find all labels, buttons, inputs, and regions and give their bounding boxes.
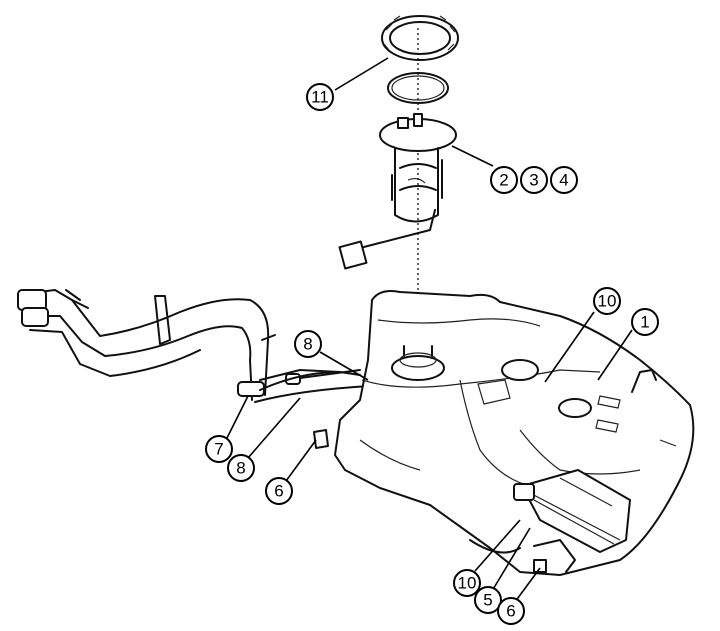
callout-6-bottom: 6	[497, 597, 525, 625]
svg-text:10: 10	[458, 574, 477, 593]
svg-text:5: 5	[483, 591, 492, 610]
fuel-pump-module	[338, 113, 457, 270]
callout-8-top: 8	[294, 330, 322, 358]
callout-7: 7	[205, 435, 233, 463]
svg-text:6: 6	[274, 482, 283, 501]
svg-text:2: 2	[499, 171, 508, 190]
callout-3: 3	[520, 166, 548, 194]
seal-ring	[387, 72, 449, 104]
svg-text:10: 10	[598, 292, 617, 311]
callout-10-bottom: 10	[453, 569, 481, 597]
callout-6-left: 6	[265, 477, 293, 505]
callout-4: 4	[550, 166, 578, 194]
svg-text:6: 6	[506, 602, 515, 621]
svg-text:4: 4	[559, 171, 568, 190]
callout-2: 2	[490, 166, 518, 194]
svg-text:8: 8	[303, 335, 312, 354]
callout-5: 5	[474, 586, 502, 614]
svg-text:11: 11	[311, 88, 329, 107]
callout-10-top: 10	[593, 287, 621, 315]
leader-lines	[225, 57, 633, 607]
svg-text:3: 3	[529, 171, 538, 190]
seal-ring-inner	[391, 75, 445, 101]
filler-neck-assembly	[17, 289, 461, 403]
svg-text:7: 7	[214, 440, 223, 459]
callout-11: 11	[306, 83, 334, 111]
callout-8-bottom: 8	[227, 454, 255, 482]
svg-text:1: 1	[640, 313, 649, 332]
svg-text:8: 8	[236, 459, 245, 478]
callout-1: 1	[631, 308, 659, 336]
bracket-left	[313, 429, 329, 449]
lock-ring	[381, 15, 459, 61]
